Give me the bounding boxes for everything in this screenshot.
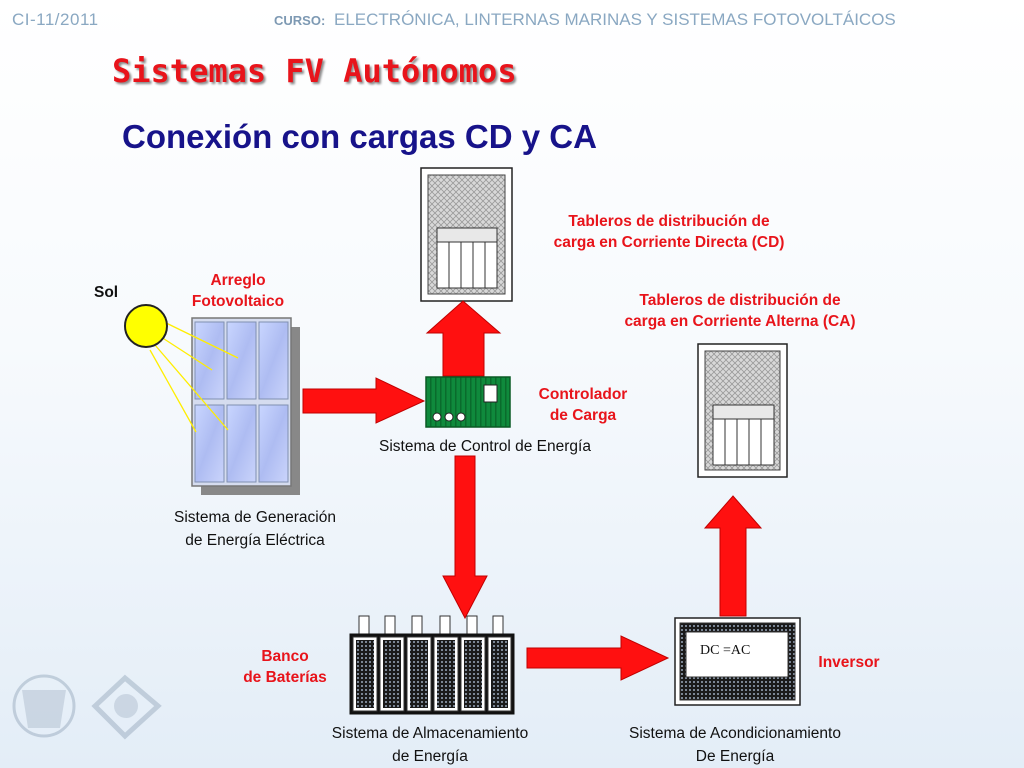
storage-system-label: Sistema de Almacenamiento de Energía <box>331 725 529 765</box>
ac-distribution-board <box>697 343 788 478</box>
charge-controller <box>425 376 511 428</box>
arrow-controller-to-battery <box>442 455 488 620</box>
inverter-display-text: DC =AC <box>700 643 751 658</box>
slide-subtitle: Conexión con cargas CD y CA <box>122 118 597 155</box>
inverter <box>674 617 801 706</box>
slide-title: Sistemas FV Autónomos <box>112 52 517 90</box>
course-code: CI-11/2011 <box>12 10 99 29</box>
battery-bank <box>349 615 515 715</box>
course-heading: CURSO: ELECTRÓNICA, LINTERNAS MARINAS Y … <box>274 10 896 30</box>
course-title: ELECTRÓNICA, LINTERNAS MARINAS Y SISTEMA… <box>334 10 896 29</box>
inverter-label: Inversor <box>818 654 880 671</box>
arrow-battery-to-inverter <box>526 635 670 681</box>
generation-system-label: Sistema de Generación de Energía Eléctri… <box>174 509 336 549</box>
arrow-controller-to-dc-board <box>425 300 502 377</box>
course-label: CURSO: <box>274 13 326 28</box>
control-system-label: Sistema de Control de Energía <box>379 438 591 455</box>
solar-array <box>191 317 300 495</box>
arrow-array-to-controller <box>302 377 426 424</box>
arrow-inverter-to-ac-board <box>703 495 763 617</box>
dc-board-label: Tableros de distribución de carga en Cor… <box>553 213 785 251</box>
ac-board-label: Tableros de distribución de carga en Cor… <box>624 292 856 330</box>
pv-array-label: Arreglo Fotovoltaico <box>191 272 285 310</box>
watermark-logos <box>12 674 162 740</box>
controller-label: Controlador de Carga <box>538 386 628 424</box>
sun-rays <box>149 319 239 433</box>
dc-distribution-board <box>420 167 513 302</box>
battery-bank-label: Banco de Baterías <box>243 648 327 686</box>
sun-icon <box>124 304 168 348</box>
conditioning-system-label: Sistema de Acondicionamiento De Energía <box>629 725 841 765</box>
sun-label: Sol <box>94 284 119 301</box>
